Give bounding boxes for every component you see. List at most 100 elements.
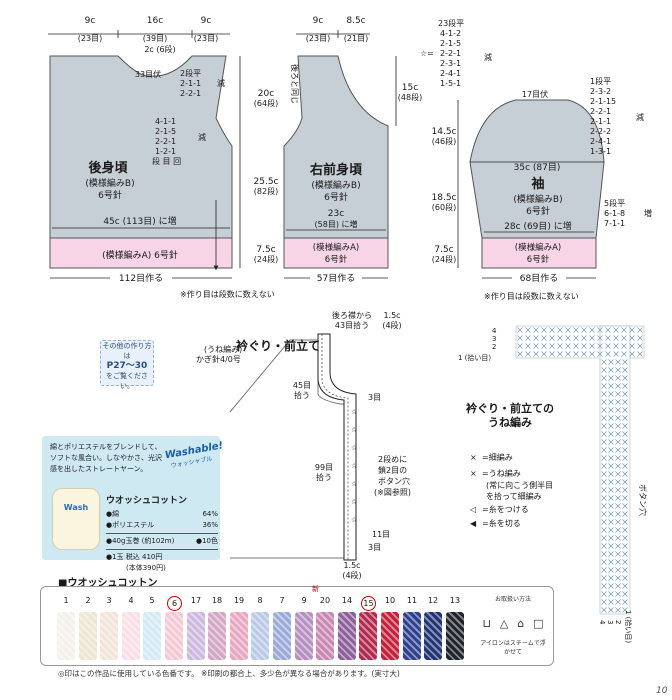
svg-text:1-3-1: 1-3-1	[590, 147, 611, 156]
neckband-bottom-rows: (4段)	[342, 570, 361, 580]
back-rib-len: 7.5c	[256, 245, 275, 255]
back-top-mid: 16c	[147, 16, 163, 26]
svg-text:2-1-15: 2-1-15	[590, 97, 616, 106]
sleeve-rib-len: 7.5c	[434, 245, 453, 255]
chart-legend: ×=細編み ×=うね編み (常に向こう側半目 を拾って細編み ◁=糸をつける ◀…	[469, 452, 553, 528]
yarn-intro: 綿とポリエステルをブレンドして、ソフトな風合い。しなやかさ、光沢感を出したストレ…	[50, 443, 162, 473]
svg-text:鎖2目の: 鎖2目の	[378, 465, 407, 475]
back-top-left-sts: (23目)	[78, 34, 102, 43]
care-instructions: お取扱い方法 ⊔ △ ⌂ □ アイロンはスチームで浮かせて	[478, 594, 548, 656]
svg-text:☆: ☆	[351, 444, 357, 452]
svg-text:減: 減	[198, 132, 206, 142]
svg-text:2-4-1: 2-4-1	[440, 69, 461, 78]
front-body-shape	[283, 55, 389, 239]
svg-text:2: 2	[614, 620, 622, 624]
back-neck-dec: 2段平 2-1-1 2-2-1 減	[180, 68, 225, 98]
palette-number: 5	[149, 596, 155, 605]
palette-number: 18	[211, 596, 223, 605]
neckband-front-pick: 99目	[315, 463, 333, 472]
svg-text:(常に向こう側半目: (常に向こう側半目	[486, 480, 553, 490]
back-cast-on: 112目作る	[119, 272, 163, 284]
sleeve-side-inc: 5段平 6-1-8 7-1-1 増	[604, 198, 652, 228]
svg-text:2段平: 2段平	[180, 68, 201, 78]
sleeve-cast-on: 68目作る	[520, 272, 558, 284]
svg-text:1 (拾い目): 1 (拾い目)	[624, 610, 633, 643]
palette-number: 13	[449, 596, 461, 605]
neckband-neck-pick2: 拾う	[294, 390, 310, 400]
yarn-skein-image: Wash	[52, 488, 100, 550]
svg-text:2-2-2: 2-2-2	[590, 127, 611, 136]
yarn-swatch	[122, 612, 140, 660]
back-neck-bindoff: 33目伏	[135, 69, 161, 79]
yarn-advertisement: 綿とポリエステルをブレンドして、ソフトな風合い。しなやかさ、光沢感を出したストレ…	[42, 436, 224, 572]
footnote: ◎印はこの作品に使用している色番です。 ※印刷の都合上、多少色が異なる場合があり…	[58, 669, 400, 678]
chart-title-1: 衿ぐり・前立ての	[466, 401, 554, 415]
sleeve-title: 袖	[531, 176, 544, 192]
front-outline	[229, 339, 351, 559]
yarn-swatch	[165, 612, 183, 660]
back-arm-depth: 20c	[258, 89, 274, 99]
svg-text:減: 減	[484, 52, 492, 62]
yarn-swatch	[359, 612, 377, 660]
chart-bottom-rows: 4 3 2 1 (拾い目)	[598, 610, 633, 643]
back-neck-depth: 2c (6段)	[144, 44, 175, 54]
yarn-swatch	[403, 612, 421, 660]
svg-text:2: 2	[492, 343, 496, 351]
sleeve-rib-label-b: 6号針	[527, 254, 550, 265]
back-body-len-rows: (82段)	[254, 186, 278, 196]
wash-icon: ⊔	[482, 617, 492, 630]
back-top-right-sts: (23目)	[194, 34, 218, 43]
yarn-swatch	[57, 612, 75, 660]
sleeve-len: 18.5c	[432, 193, 457, 203]
no-bleach-icon: △	[499, 617, 509, 630]
palette-number: 3	[106, 596, 112, 605]
svg-text:減: 減	[217, 78, 225, 88]
svg-text:4: 4	[598, 620, 606, 625]
svg-text:2-3-2: 2-3-2	[590, 87, 611, 96]
svg-text:=うね編み: =うね編み	[482, 468, 521, 478]
front-width: 23c	[328, 209, 344, 219]
front-top-left: 9c	[313, 16, 324, 26]
sleeve-cap-dec2: 1段平 2-3-2 2-1-15 2-2-1 2-1-1 2-2-2 2-4-1…	[590, 76, 644, 156]
back-arm-depth-rows: (64段)	[254, 98, 278, 108]
back-top-mid-sts: (39目)	[143, 34, 167, 43]
svg-text:2-2-1: 2-2-1	[590, 107, 611, 116]
yarn-name: ウオッシュコットン	[106, 496, 188, 506]
palette-number: 8	[257, 596, 263, 605]
chart-title-2: うね編み	[488, 415, 532, 429]
neckband-bottom-w: 1.5c	[343, 561, 360, 570]
svg-text:7-1-1: 7-1-1	[604, 219, 625, 228]
svg-text:2-1-5: 2-1-5	[440, 39, 461, 48]
palette-number: 12	[427, 596, 439, 605]
sleeve-cap-height-rows: (46段)	[432, 136, 456, 146]
svg-text:5段平: 5段平	[604, 198, 625, 208]
palette-number: 14	[341, 596, 353, 605]
svg-text:×: ×	[470, 453, 477, 462]
svg-text:ボタン穴: ボタン穴	[378, 476, 410, 486]
yarn-swatch	[251, 612, 269, 660]
rows-note-1: ※作り目は段数に数えない	[180, 289, 275, 299]
sleeve-pattern: (模様編みB)	[513, 193, 562, 205]
palette-number: 19	[233, 596, 245, 605]
neckband-hook: かぎ針4/0号	[196, 354, 241, 364]
front-body-piece: 9c (23目) 8.5c (21目) 後ろと同じ 15c (48段) 右前身頃…	[283, 16, 422, 284]
front-top-right-sts: (21目)	[344, 34, 368, 43]
svg-text:=糸をつける: =糸をつける	[482, 504, 529, 514]
band-shape	[317, 333, 357, 561]
svg-text:◁: ◁	[469, 505, 476, 514]
stitch-chart: 4 3 2 1 (拾い目) 衿ぐり・前立ての うね編み ×=細編み ×=うね編み…	[458, 325, 648, 643]
svg-text:×: ×	[470, 469, 477, 478]
care-icons: ⊔ △ ⌂ □	[478, 617, 548, 630]
yarn-swatch	[273, 612, 291, 660]
svg-text:増: 増	[644, 208, 652, 218]
front-pattern: (模様編みB)	[311, 179, 360, 191]
yarn-swatch	[208, 612, 226, 660]
palette-number: 1	[63, 596, 69, 605]
back-rib-shape	[49, 237, 233, 269]
svg-text:2-1-5: 2-1-5	[155, 127, 176, 136]
svg-text:2-2-1: 2-2-1	[440, 49, 461, 58]
palette-number: 2	[85, 596, 91, 605]
yarn-swatch	[316, 612, 334, 660]
svg-text:◀: ◀	[470, 519, 477, 528]
